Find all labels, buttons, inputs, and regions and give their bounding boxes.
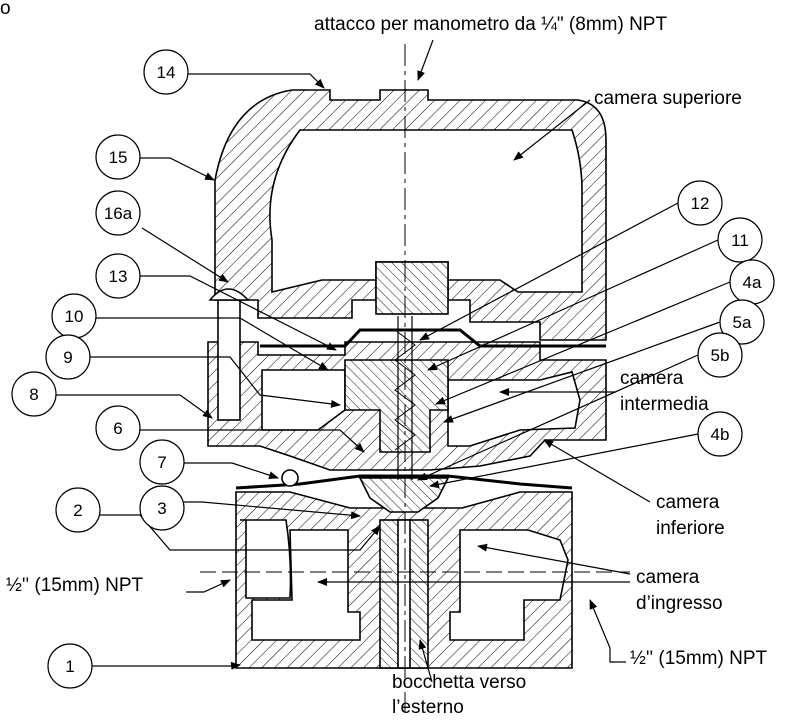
valve-head xyxy=(358,477,450,513)
svg-text:4b: 4b xyxy=(711,425,730,444)
svg-text:11: 11 xyxy=(731,231,749,250)
callout-8 xyxy=(11,371,57,417)
lower-chamber-label-1: camera xyxy=(656,492,720,513)
callout-3 xyxy=(139,485,185,531)
callout-14 xyxy=(143,49,189,95)
lower-chamber-label-2: inferiore xyxy=(656,518,725,539)
upper-chamber-label: camera superiore xyxy=(594,88,742,109)
svg-text:14: 14 xyxy=(157,63,176,82)
callout-13 xyxy=(95,253,141,299)
svg-text:16a: 16a xyxy=(104,204,133,223)
callout-2 xyxy=(55,487,101,533)
svg-text:15: 15 xyxy=(109,148,128,167)
callout-7 xyxy=(139,439,185,485)
svg-text:4a: 4a xyxy=(743,273,762,292)
callout-9 xyxy=(45,334,91,380)
outlet-thread-label: ½'' (15mm) NPT xyxy=(630,648,767,669)
callout-1 xyxy=(47,643,93,689)
corner-mark: o xyxy=(0,0,11,19)
svg-text:9: 9 xyxy=(63,348,72,367)
svg-text:3: 3 xyxy=(157,499,166,518)
callout-numbers: 14 15 16a 13 10 9 8 6 7 2 3 1 12 11 4a 5… xyxy=(29,63,762,676)
callout-4b xyxy=(697,411,743,457)
svg-text:o: o xyxy=(0,0,11,19)
callout-5a xyxy=(719,299,765,345)
valve-body xyxy=(207,89,607,669)
vent-label-2: l’esterno xyxy=(392,697,464,718)
callout-11 xyxy=(717,217,763,263)
center-piston xyxy=(344,359,449,453)
text-labels: attacco per manometro da ¼" (8mm) NPT ca… xyxy=(6,14,767,718)
vent-bore xyxy=(397,519,411,669)
middle-chamber-label-1: camera xyxy=(620,368,684,389)
svg-text:12: 12 xyxy=(691,194,710,213)
middle-chamber-label-2: intermedia xyxy=(620,394,709,415)
svg-text:10: 10 xyxy=(65,307,84,326)
callouts xyxy=(11,49,775,689)
callout-6 xyxy=(95,405,141,451)
svg-text:1: 1 xyxy=(65,657,74,676)
svg-text:7: 7 xyxy=(157,453,166,472)
inlet-chamber-label-2: d’ingresso xyxy=(636,593,723,614)
inlet-thread-label: ½'' (15mm) NPT xyxy=(6,575,143,596)
svg-text:5a: 5a xyxy=(733,313,752,332)
upper-plug xyxy=(375,261,449,315)
inlet-chamber-label-1: camera xyxy=(636,567,700,588)
callout-16a xyxy=(95,190,141,236)
svg-text:5b: 5b xyxy=(711,346,730,365)
callout-15 xyxy=(95,134,141,180)
gauge-port-label: attacco per manometro da ¼" (8mm) NPT xyxy=(314,14,667,35)
label-arrows xyxy=(186,39,651,683)
svg-text:2: 2 xyxy=(73,501,82,520)
svg-text:6: 6 xyxy=(113,419,122,438)
callout-12 xyxy=(677,180,723,226)
svg-text:8: 8 xyxy=(29,385,38,404)
vent-label-1: bocchetta verso xyxy=(392,672,526,693)
svg-text:13: 13 xyxy=(109,267,128,286)
callout-5b xyxy=(697,332,743,378)
